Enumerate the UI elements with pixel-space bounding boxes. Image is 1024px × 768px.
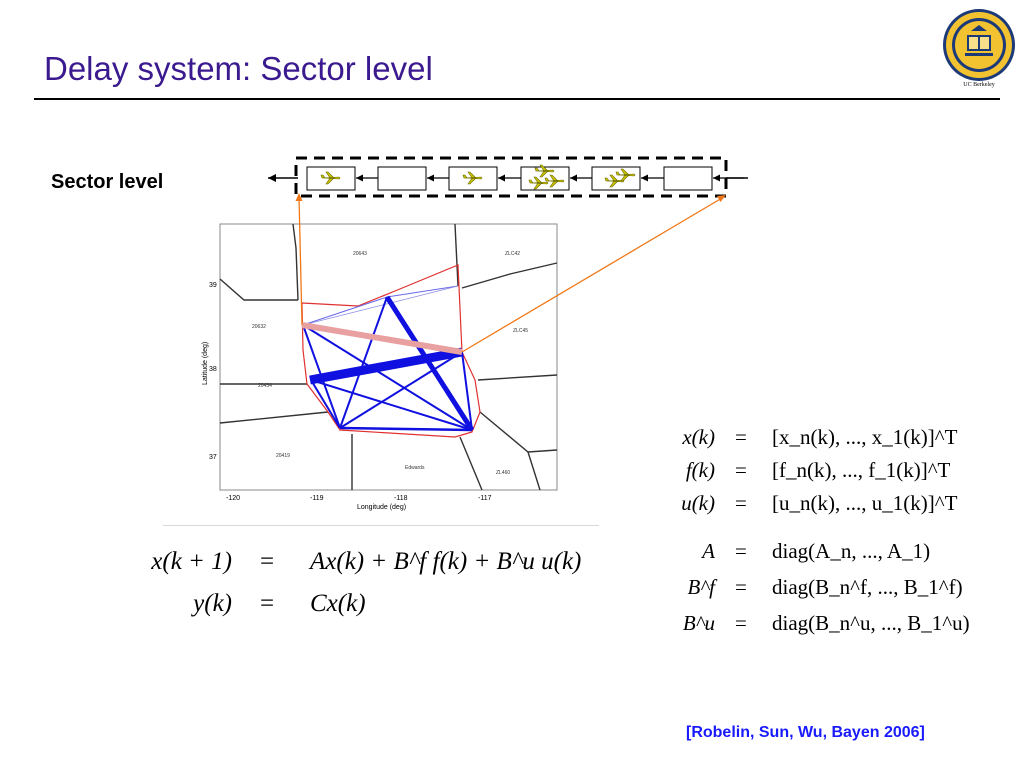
highlighted-edge [301,322,463,355]
equation-rhs: diag(B_n^u, ..., B_1^u) [772,611,970,635]
separator-line [163,525,599,526]
aircraft-icon [615,168,636,182]
aircraft-icon [320,171,341,185]
equation-equals: = [735,425,747,449]
aircraft-icon [528,176,549,190]
x-tick-117: -117 [478,495,492,502]
x-axis-label: Longitude (deg) [357,504,406,511]
region-label-zl460: ZL460 [496,470,510,476]
region-label-20419: 20419 [276,453,290,459]
equation-lhs: x(k + 1) [151,548,232,575]
y-tick-38: 38 [209,366,217,373]
equation-lhs: B^f [687,575,715,599]
y-tick-39: 39 [209,282,217,289]
title-underline [34,98,1000,100]
callout-arrows [295,193,726,353]
queue-box-6 [663,166,713,191]
equation-lhs: y(k) [193,590,232,617]
sector-level-label: Sector level [51,171,164,193]
x-tick-120: -120 [226,495,240,502]
region-label-zlc45: ZLC45 [513,328,528,334]
citation: [Robelin, Sun, Wu, Bayen 2006] [686,724,925,741]
sector-queue [268,156,748,198]
y-axis-label: Latitude (deg) [202,342,209,385]
aircraft-icon [534,164,555,178]
equation-rhs: [u_n(k), ..., u_1(k)]^T [772,491,958,515]
region-label-edwards: Edwards [405,465,425,471]
equation-equals: = [735,611,747,635]
equation-equals: = [260,590,275,617]
region-label-20434: 20434 [258,383,272,389]
equation-equals: = [735,458,747,482]
region-label-zlc42: ZLC42 [505,251,520,257]
x-tick-119: -119 [310,495,324,502]
aircraft-icon [604,174,625,188]
equation-lhs: u(k) [681,491,715,515]
sector-map: 20643 ZLC42 20632 ZLC45 20434 20419 Edwa… [202,223,558,511]
equation-rhs: Cx(k) [310,590,366,617]
equation-rhs: diag(B_n^f, ..., B_1^f) [772,575,963,599]
equation-lhs: f(k) [685,458,715,482]
equation-equals: = [260,548,275,575]
university-seal-icon [943,9,1015,81]
region-label-20632: 20632 [252,324,266,330]
equation-rhs: [x_n(k), ..., x_1(k)]^T [772,425,958,449]
equation-equals: = [735,539,747,563]
logo-caption: UC Berkeley [963,82,995,88]
neighbor-sector-boundaries [219,223,558,491]
y-tick-37: 37 [209,454,217,461]
equation-equals: = [735,491,747,515]
equation-rhs: Ax(k) + B^f f(k) + B^u u(k) [310,548,582,575]
equation-equals: = [735,575,747,599]
equation-lhs: A [702,539,715,563]
equation-lhs: B^u [682,611,715,635]
equation-rhs: [f_n(k), ..., f_1(k)]^T [772,458,951,482]
equation-lhs: x(k) [682,425,715,449]
region-label-20643: 20643 [353,251,367,257]
flow-edges [302,285,475,432]
queue-box-5 [591,166,641,191]
x-tick-118: -118 [394,495,408,502]
aircraft-icon [544,174,565,188]
center-sector-boundary [301,264,481,438]
aircraft-icon [462,171,483,185]
queue-box-2 [377,166,427,191]
equation-rhs: diag(A_n, ..., A_1) [772,539,931,563]
slide-title: Delay system: Sector level [44,50,433,87]
